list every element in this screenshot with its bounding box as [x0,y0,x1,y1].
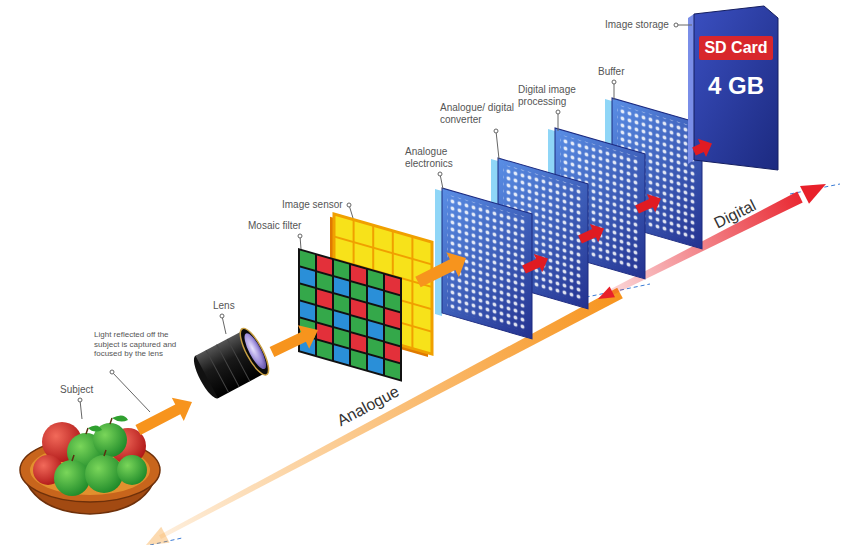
filter-cell [368,355,383,374]
filter-cell [368,270,383,289]
filter-cell [317,306,332,325]
leader-line [614,82,615,100]
part-label: Analogue electronics [405,146,463,170]
part-label: Buffer [598,66,625,78]
filter-cell [368,338,383,357]
image-sensor [330,213,432,358]
part-label: Image sensor [282,199,343,211]
green-apple [54,460,90,496]
filter-cell [368,287,383,306]
filter-cell [385,292,400,311]
digital-band-tail-head [598,286,615,299]
filter-cell [385,309,400,328]
filter-cell [385,343,400,362]
filter-cell [351,350,366,369]
leader-dot [347,203,351,207]
part-label: Mosaic filter [248,220,301,232]
filter-cell [334,294,349,313]
light-arrow [415,252,466,287]
filter-cell [317,323,332,342]
mosaic-filter [298,248,402,382]
light-arrow [135,398,192,435]
signal-band [146,184,840,545]
filter-cell [334,277,349,296]
data-arrow [522,254,548,274]
part-label: Light reflected off the subject is captu… [94,330,194,359]
filter-cell [385,360,400,379]
light-arrow [270,325,318,357]
data-arrow [692,139,712,157]
filter-cell [351,265,366,284]
filter-cell [385,326,400,345]
green-apple [85,455,123,493]
filter-cell [317,272,332,291]
apple-stem [72,418,112,461]
filter-cell [317,340,332,359]
part-label: Analogue/ digital converter [440,102,530,126]
data-arrow [578,224,604,244]
card-brand: SD Card [699,36,772,60]
leader-dot [438,172,442,176]
leader-dot [494,129,498,133]
filter-cell [334,260,349,279]
part-label: Digital image processing [518,84,590,108]
light-arrow [135,398,192,435]
filter-cell [334,328,349,347]
filter-cell [300,268,315,287]
sensor-grid [334,236,432,264]
part-label: Lens [213,300,235,312]
sd-card [688,6,778,170]
lens-glass [241,331,270,372]
leader-line [112,372,150,412]
analogue-band [159,288,623,539]
lens-figure [188,325,273,403]
filter-cell [300,251,315,270]
green-apple [117,455,147,485]
lens-front [235,325,274,378]
filter-cell [385,275,400,294]
data-arrow [635,194,661,214]
filter-cell [317,289,332,308]
leader-line [80,400,82,419]
filter-cell [351,316,366,335]
leader-line [558,112,559,131]
leader-dot [556,110,560,114]
filter-cell [334,311,349,330]
processing-panel [435,96,702,342]
filter-frame [298,248,402,382]
leader-dot [298,234,302,238]
filter-cell [351,299,366,318]
sensor-grid [411,236,413,348]
filter-cell [300,285,315,304]
part-label: Image storage [605,19,669,31]
filter-cell [351,333,366,352]
sensor-face [334,214,432,354]
leader-dot [220,314,224,318]
analogue-band-head [146,527,170,545]
leader-dot [110,370,114,374]
digital-band-head [800,184,826,204]
leader-line [496,131,499,159]
filter-cell [334,345,349,364]
leader-line [78,23,692,419]
card-capacity: 4 GB [708,72,764,100]
filter-cell [317,255,332,274]
filter-cell [368,321,383,340]
apple-leaf [88,415,128,431]
memory-card: SD Card 4 GB [697,36,775,100]
leader-dot [78,398,82,402]
panel-side [435,189,442,316]
signal-arrow [270,139,712,357]
filter-cell [300,302,315,321]
filter-cell [351,282,366,301]
leader-dot [612,80,616,84]
filter-cell [368,304,383,323]
leader-dot [674,23,678,27]
leader-line [222,316,226,334]
card-side [688,14,694,164]
part-label: Subject [60,384,93,396]
